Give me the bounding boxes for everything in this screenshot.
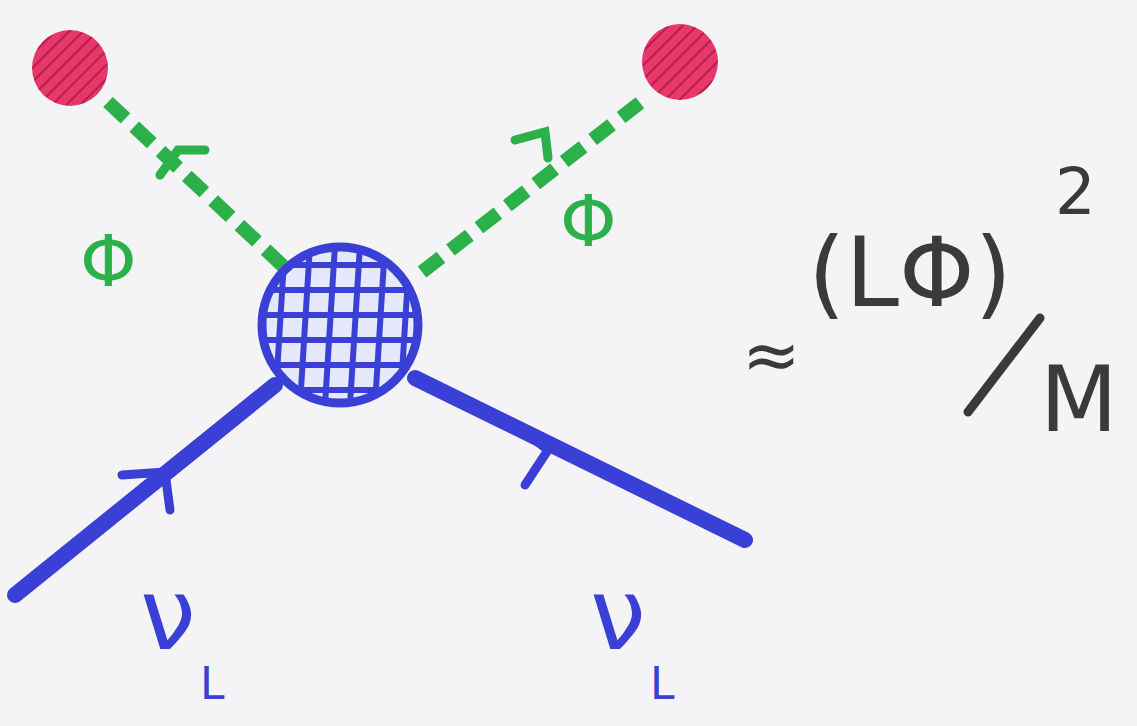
effective-vertex — [262, 245, 418, 405]
vev-blob — [642, 24, 718, 100]
arrow-head — [515, 132, 548, 158]
subscript-label: L — [650, 662, 675, 706]
formula-denominator: M — [1040, 355, 1118, 445]
subscript-label: L — [200, 662, 225, 706]
fraction-slash — [968, 318, 1040, 412]
arrow-head — [160, 150, 205, 175]
particle-label: ν — [140, 565, 196, 665]
fermion-line — [15, 385, 275, 595]
field-label: Φ — [80, 225, 137, 297]
vev-blob — [32, 30, 108, 106]
fermion-line — [415, 378, 745, 540]
exponent: 2 — [1055, 160, 1096, 224]
field-label: Φ — [560, 185, 617, 257]
approx-sign: ≈ — [742, 320, 801, 390]
arrow-head — [122, 472, 170, 510]
particle-label: ν — [590, 565, 646, 665]
scalar-line — [422, 98, 646, 272]
arrow-head — [515, 425, 548, 485]
formula-numerator: (LΦ) — [808, 225, 1012, 321]
